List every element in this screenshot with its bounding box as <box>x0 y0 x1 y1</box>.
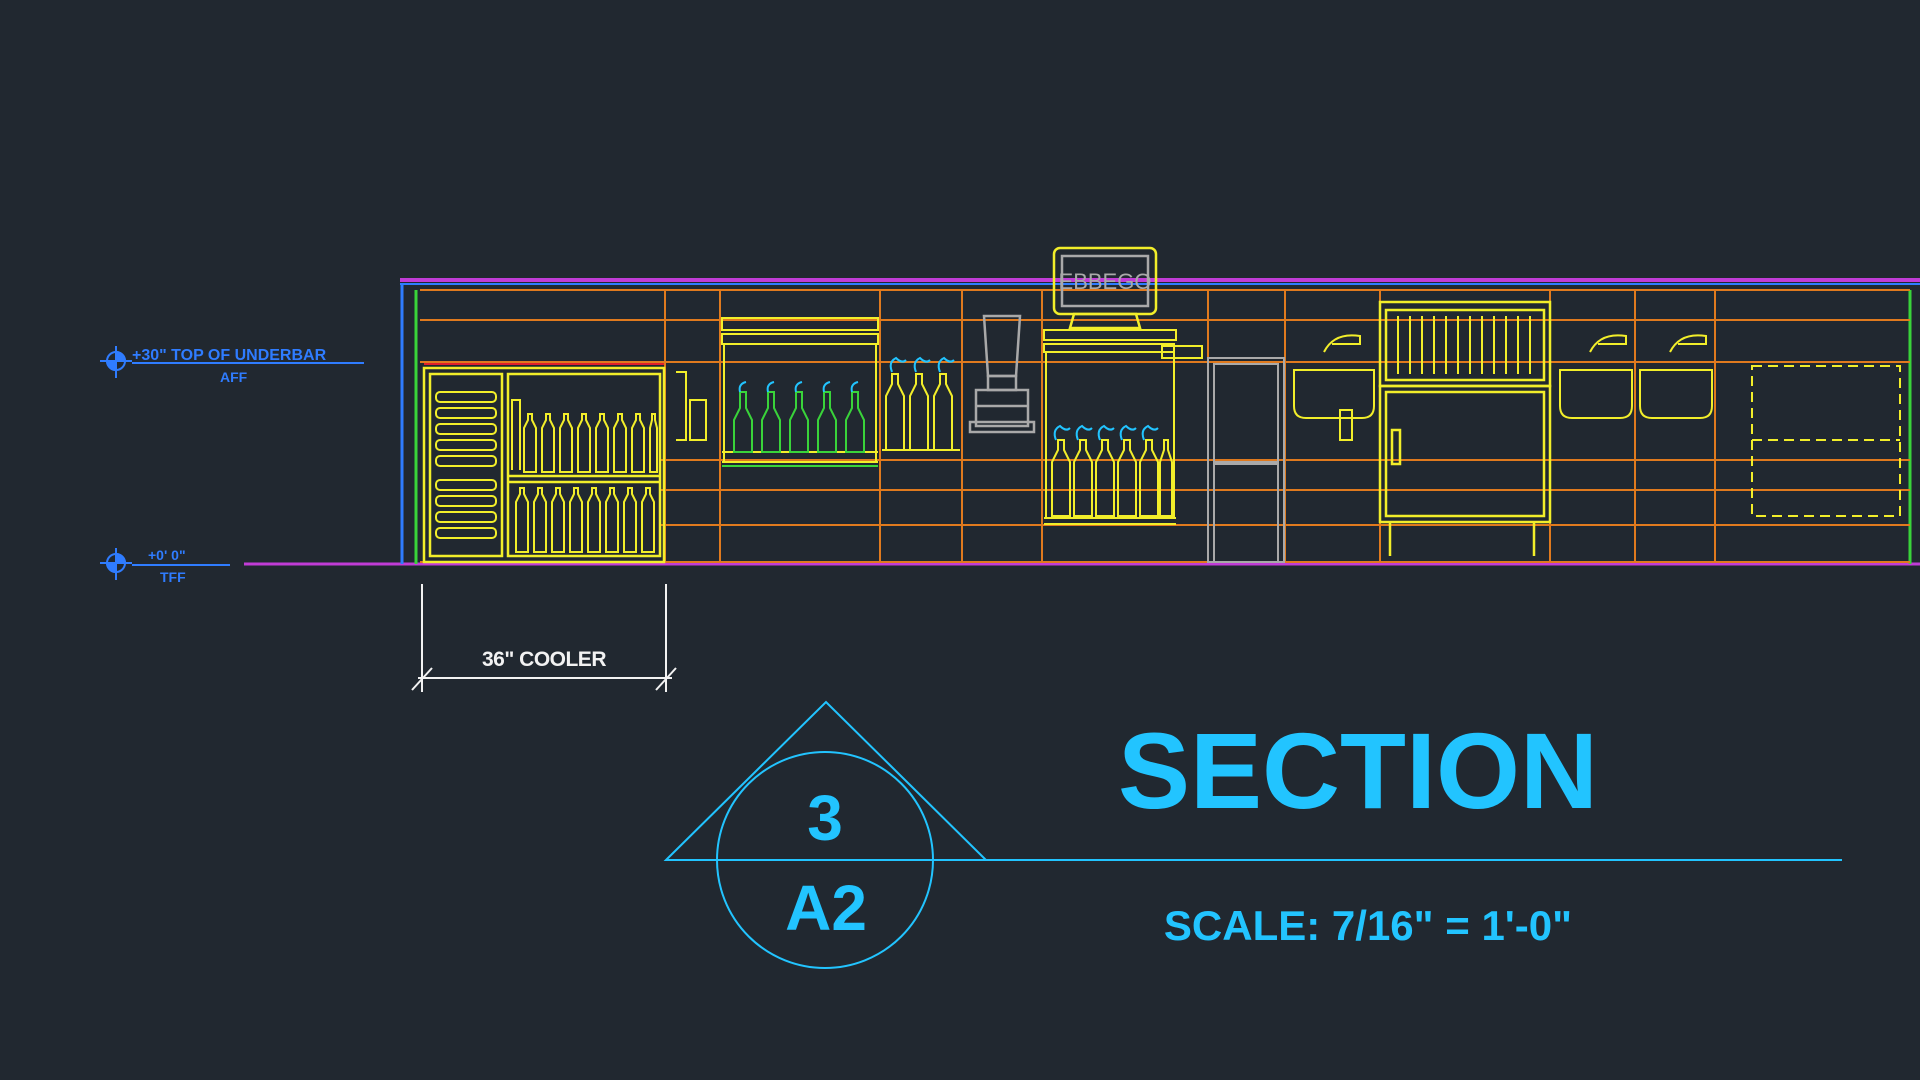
tray <box>1161 345 1203 359</box>
green-bottles <box>722 391 878 467</box>
back-door <box>1207 357 1285 563</box>
blender <box>968 314 1036 434</box>
section-number: 3 <box>807 782 843 854</box>
hand-sink-1 <box>1293 334 1375 441</box>
speed-rail <box>676 371 707 441</box>
cooler-dimension <box>411 584 677 692</box>
scale-label: SCALE: 7/16" = 1'-0" <box>1164 902 1572 949</box>
hand-sink-2 <box>1559 334 1633 419</box>
dimension-label: 36" COOLER <box>482 648 606 671</box>
back-shelf-2 <box>1043 329 1177 525</box>
section-marker-icon <box>663 700 1842 969</box>
hand-sink-3 <box>1639 334 1713 419</box>
section-title: SECTION <box>1118 710 1598 831</box>
washer-vents <box>1397 316 1531 374</box>
glass-washer <box>1378 300 1552 556</box>
bottle-pourers-1 <box>738 381 859 393</box>
level-marker-top: +30" TOP OF UNDERBAR AFF <box>100 346 364 385</box>
bottle-group-2 <box>882 373 960 451</box>
dashed-cabinet <box>1751 365 1901 517</box>
level-top-sub: AFF <box>220 369 248 385</box>
level-marker-icon <box>100 346 132 378</box>
back-shelf-1 <box>721 317 879 463</box>
bottle-group-3 <box>1051 439 1173 517</box>
level-floor-label: +0' 0" <box>148 547 186 563</box>
level-floor-sub: TFF <box>160 569 186 585</box>
level-top-label: +30" TOP OF UNDERBAR <box>132 347 327 364</box>
section-sheet: A2 <box>785 872 867 944</box>
bar-elevation: EBBEGO <box>400 246 1920 564</box>
bottle-pourers-2 <box>889 356 955 373</box>
cooler <box>422 366 666 564</box>
cooler-louvers <box>435 391 497 539</box>
level-marker-icon <box>100 548 132 580</box>
level-marker-floor: +0' 0" TFF <box>100 547 230 585</box>
cash-register <box>1052 246 1158 330</box>
cooler-bottles <box>511 399 658 553</box>
register-display: EBBEGO <box>1059 269 1152 294</box>
bottle-pourers-3 <box>1053 424 1159 441</box>
